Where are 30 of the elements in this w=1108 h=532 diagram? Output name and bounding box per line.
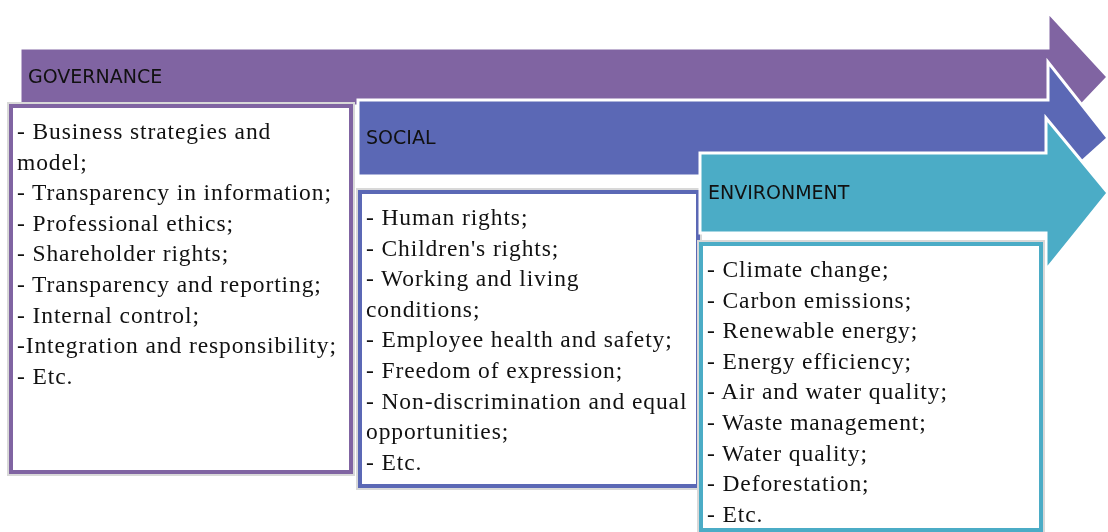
list-item: - Air and water quality; [707, 377, 949, 407]
list-box [9, 104, 353, 474]
list-item: - Etc. [366, 447, 424, 477]
list-item: - Shareholder rights; [17, 239, 231, 269]
list-item: -Integration and responsibility; [17, 331, 338, 361]
list-box [699, 242, 1043, 532]
list-item: - Professional ethics; [17, 208, 235, 238]
list-item: - Waste management; [707, 407, 928, 437]
list-item: - Freedom of expression; [366, 355, 625, 385]
list-item: - Water quality; [707, 438, 869, 468]
list-item: - Non-discrimination and equal opportunities; [366, 386, 689, 447]
list-item: - Etc. [17, 361, 75, 391]
list-item: - Children's rights; [366, 233, 561, 263]
list-item: - Business strategies and model; [17, 117, 273, 177]
list-item: - Transparency and reporting; [17, 269, 323, 299]
band-heading: SOCIAL [366, 126, 436, 148]
list-item: - Etc. [707, 499, 765, 529]
list-box [358, 190, 700, 488]
list-item: - Climate change; [707, 255, 891, 284]
list-item: - Working and living conditions; [366, 264, 581, 324]
band-heading: ENVIRONMENT [708, 181, 850, 203]
list-item: - Transparency in information; [17, 178, 333, 208]
list-item: - Employee health and safety; [366, 325, 674, 355]
list-item: - Renewable energy; [707, 316, 920, 346]
list-item: - Internal control; [17, 300, 201, 330]
band-heading: GOVERNANCE [28, 65, 163, 87]
list-item: - Energy efficiency; [707, 346, 914, 376]
list-item: - Carbon emissions; [707, 285, 914, 315]
list-item: - Deforestation; [707, 469, 871, 499]
list-item: - Human rights; [366, 203, 530, 232]
